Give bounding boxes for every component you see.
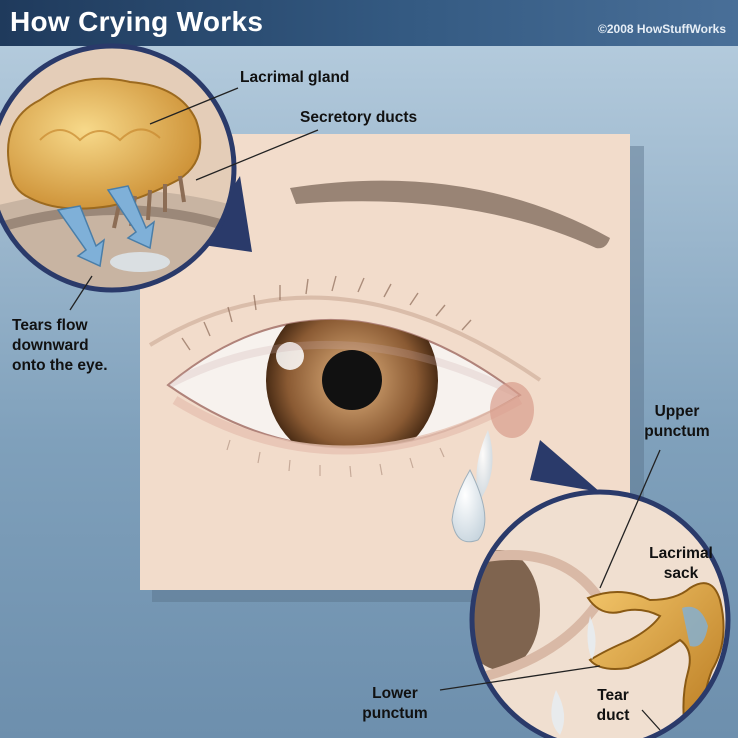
magnify-pointer-lower	[530, 440, 600, 492]
diagram-title: How Crying Works	[10, 6, 264, 37]
eye-highlight	[276, 342, 304, 370]
label-tears-flow: Tears flow downward onto the eye.	[12, 317, 108, 374]
lower-eyelid	[172, 396, 523, 455]
label-tear-duct: Tear duct	[596, 687, 630, 724]
copyright-notice: ©2008 HowStuffWorks	[598, 22, 726, 36]
tear-drainage-inset	[469, 489, 731, 738]
label-lower-punctum: Lower punctum	[362, 685, 428, 722]
inner-eye-corner	[490, 382, 534, 438]
lacrimal-gland-inset	[0, 43, 237, 293]
leader-lines	[69, 87, 661, 731]
eyelid-crease	[148, 295, 542, 382]
pupil	[322, 350, 382, 410]
upper-eyelashes	[181, 275, 472, 351]
tear-stream	[476, 430, 493, 500]
title-bar: How Crying Works ©2008 HowStuffWorks	[0, 0, 738, 46]
label-lacrimal-gland: Lacrimal gland	[240, 69, 350, 86]
label-lacrimal-sack: Lacrimal sack	[649, 545, 713, 582]
tear-drop	[451, 468, 486, 543]
lower-eyelashes	[226, 439, 445, 478]
label-upper-punctum: Upper punctum	[644, 403, 710, 440]
eyebrow	[290, 180, 610, 249]
label-secretory-ducts: Secretory ducts	[300, 109, 418, 126]
